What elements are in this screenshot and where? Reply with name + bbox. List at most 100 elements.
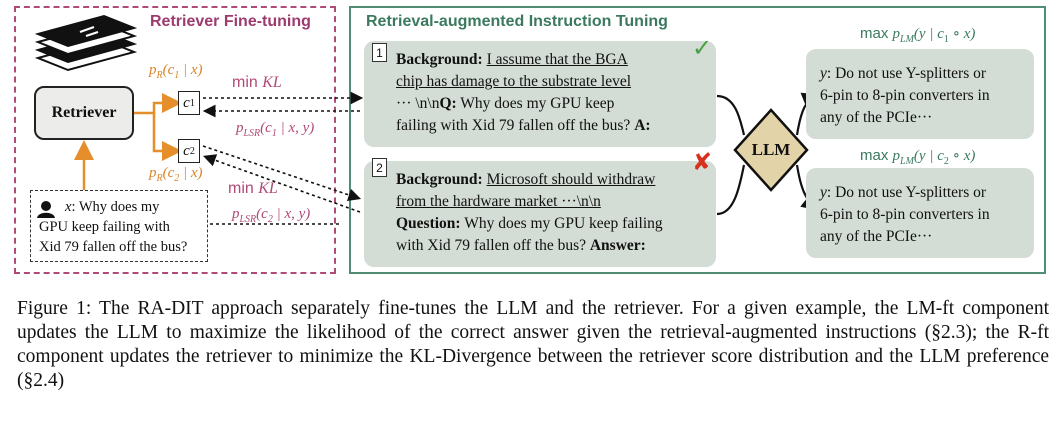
retriever-finetuning-panel <box>14 6 336 274</box>
user-icon <box>37 201 55 218</box>
instr1-answer-label: A: <box>634 117 651 134</box>
retriever-box: Retriever <box>34 86 134 140</box>
query-variable: x <box>65 199 72 215</box>
instr1-background-text-1: I assume that the BGA <box>486 51 628 68</box>
instr1-question-text-2: failing with Xid 79 fallen off the bus? <box>396 117 631 134</box>
plsr2-args: (c <box>256 206 268 222</box>
plsr2-args-end: | x, y) <box>272 206 311 222</box>
answer-box-2: y: Do not use Y-splitters or 6-pin to 8-… <box>806 168 1034 258</box>
check-icon: ✓ <box>692 34 713 62</box>
pr1-args-end: | x) <box>179 62 203 78</box>
plsr1-p: p <box>236 120 244 136</box>
instr2-question-text-2: with Xid 79 fallen off the bus? <box>396 237 586 254</box>
instruction-tuning-panel <box>349 6 1046 274</box>
instr2-background-label: Background: <box>396 171 483 188</box>
plsr1-args-end: | x, y) <box>276 120 315 136</box>
answer1-line-2: 6-pin to 8-pin converters in <box>820 87 990 104</box>
max2-args-b: ∘ x) <box>948 148 976 164</box>
instr2-line-2: from the hardware market ···\n\n <box>396 191 704 213</box>
instr2-background-text-1: Microsoft should withdraw <box>486 171 656 188</box>
max1-args-sub: 1 <box>943 34 949 45</box>
plsr2-p: p <box>232 206 240 222</box>
document-stack-icon <box>34 14 138 72</box>
instr1-ellipsis: ··· \n\n <box>396 95 440 112</box>
instr2-line-4: with Xid 79 fallen off the bus? Answer: <box>396 235 704 257</box>
connector-arrows <box>34 14 821 225</box>
pr2-args: (c <box>162 165 175 181</box>
instruction-box-1: Background: I assume that the BGA chip h… <box>364 41 716 147</box>
cross-icon: ✘ <box>692 148 713 176</box>
right-panel-title: Retrieval-augmented Instruction Tuning <box>366 13 668 30</box>
max1-sub: LM <box>900 34 914 45</box>
minkl2-min: min <box>228 180 259 197</box>
instr2-question-label: Question: <box>396 215 461 232</box>
c1-subscript: 1 <box>189 97 195 109</box>
min-kl-label-1: min KL <box>232 74 282 92</box>
figure-caption: Figure 1: The RA-DIT approach separately… <box>17 298 1049 391</box>
answer1-line-1: y: Do not use Y-splitters or <box>820 63 1024 85</box>
plsr1-sub: LSR <box>243 128 261 139</box>
pr2-args-sub: 2 <box>174 173 180 184</box>
max1-args-a: (y | c <box>913 26 944 42</box>
query-box: x: Why does my GPU keep failing with Xid… <box>30 190 208 262</box>
instr1-question-label: Q: <box>439 95 457 112</box>
max2-p: p <box>892 148 901 164</box>
max2-prefix: max <box>860 147 893 164</box>
c2-subscript: 2 <box>189 145 195 157</box>
max1-prefix: max <box>860 25 893 42</box>
query-line-2: GPU keep failing with <box>39 219 170 235</box>
max2-args-sub: 2 <box>943 156 949 167</box>
instr2-background-text-2: from the hardware market ···\n\n <box>396 193 601 210</box>
minkl1-kl: KL <box>262 74 282 91</box>
max1-args-b: ∘ x) <box>948 26 976 42</box>
c2-letter: c <box>183 142 190 159</box>
minkl1-min: min <box>232 74 263 91</box>
instr1-line-3: ··· \n\nQ: Why does my GPU keep <box>396 93 704 115</box>
query-text-1: : Why does my <box>71 199 160 215</box>
instr2-line-1: Background: Microsoft should withdraw <box>396 169 704 191</box>
answer2-text-1: : Do not use Y-splitters or <box>826 184 987 201</box>
pr2-args-end: | x) <box>179 165 203 181</box>
plsr2-args-sub: 2 <box>267 214 273 225</box>
instr2-question-text: Why does my GPU keep failing <box>460 215 663 232</box>
max1-p: p <box>892 26 901 42</box>
instr1-background-label: Background: <box>396 51 483 68</box>
lsr-prob-c1: pLSR(c1 | x, y) <box>236 120 314 139</box>
plsr2-sub: LSR <box>239 214 257 225</box>
left-panel-title: Retriever Fine-tuning <box>150 13 311 30</box>
instr1-line-4: failing with Xid 79 fallen off the bus? … <box>396 115 704 137</box>
c1-letter: c <box>183 94 190 111</box>
answer1-variable: y <box>820 65 827 82</box>
retriever-prob-c2: pR(c2 | x) <box>149 165 203 184</box>
answer1-line-3: any of the PCIe··· <box>820 109 933 126</box>
instruction-number-2: 2 <box>372 158 387 177</box>
max-likelihood-label-2: max pLM(y | c2 ∘ x) <box>860 146 975 167</box>
plsr1-args-sub: 1 <box>271 128 277 139</box>
plsr1-args: (c <box>260 120 272 136</box>
pr2-p: p <box>149 165 157 181</box>
instr2-answer-label: Answer: <box>589 237 646 254</box>
pr1-args: (c <box>162 62 175 78</box>
llm-diamond <box>733 108 809 192</box>
query-line-3: Xid 79 fallen off the bus? <box>39 239 188 255</box>
instr1-question-text: Why does my GPU keep <box>456 95 615 112</box>
retriever-prob-c1: pR(c1 | x) <box>149 62 203 81</box>
answer2-line-2: 6-pin to 8-pin converters in <box>820 206 990 223</box>
instruction-box-2: Background: Microsoft should withdraw fr… <box>364 161 716 267</box>
instr1-line-2: chip has damage to the substrate level <box>396 71 704 93</box>
minkl2-kl: KL <box>258 180 278 197</box>
max-likelihood-label-1: max pLM(y | c1 ∘ x) <box>860 24 975 45</box>
pr2-sub: R <box>156 173 163 184</box>
answer1-text-1: : Do not use Y-splitters or <box>826 65 987 82</box>
pr1-p: p <box>149 62 157 78</box>
max2-args-a: (y | c <box>913 148 944 164</box>
max2-sub: LM <box>900 156 914 167</box>
query-line-1: x: Why does my <box>39 197 201 217</box>
answer2-variable: y <box>820 184 827 201</box>
lsr-prob-c2: pLSR(c2 | x, y) <box>232 206 310 225</box>
instr1-line-1: Background: I assume that the BGA <box>396 49 704 71</box>
answer2-line-1: y: Do not use Y-splitters or <box>820 182 1024 204</box>
pr1-args-sub: 1 <box>174 70 180 81</box>
